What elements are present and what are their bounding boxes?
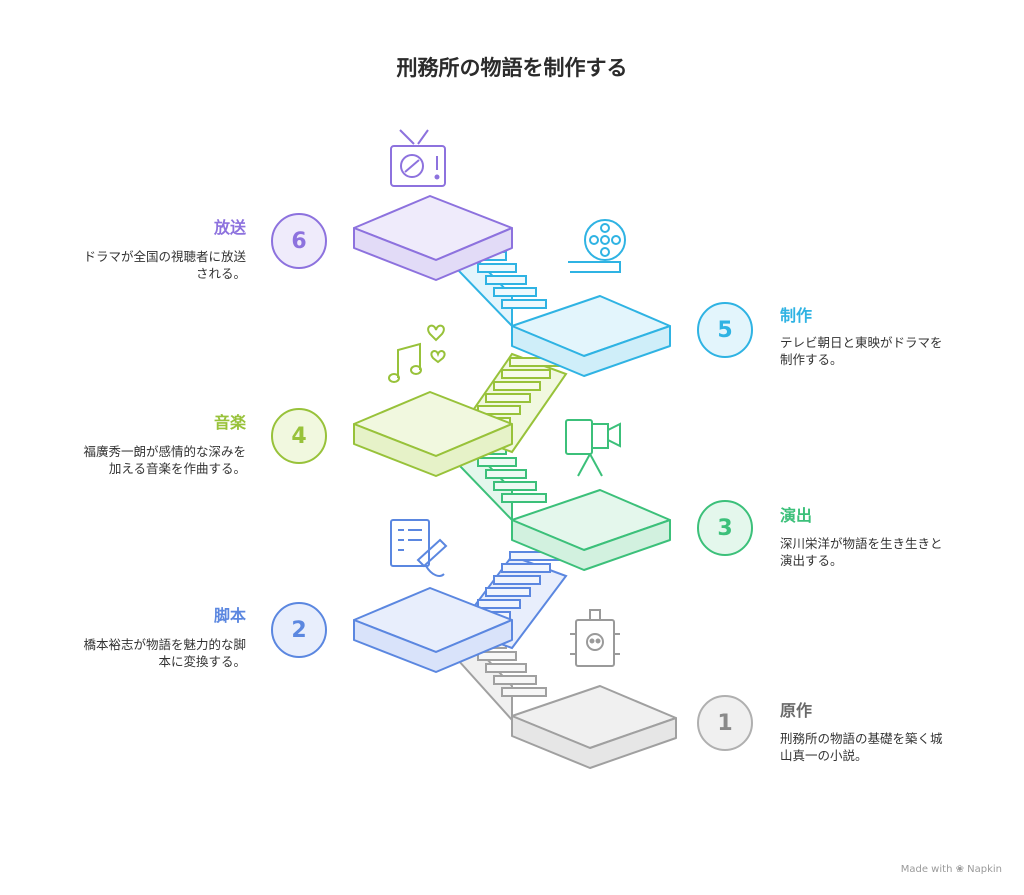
- step-3-number: 3: [697, 500, 753, 556]
- step-4-number: 4: [271, 408, 327, 464]
- movie-camera-icon: [565, 419, 621, 477]
- step-4-stair: [353, 352, 568, 477]
- page-title: 刑務所の物語を制作する: [396, 56, 628, 80]
- film-reel-icon: [568, 219, 626, 273]
- step-2-number: 2: [271, 602, 327, 658]
- step-5-desc: テレビ朝日と東映がドラマを制作する。: [780, 335, 943, 367]
- step-2-desc: 橋本裕志が物語を魅力的な脚本に変換する。: [83, 637, 246, 669]
- step-4-desc: 福廣秀一朗が感情的な深みを加える音楽を作曲する。: [83, 444, 246, 476]
- step-3-title: 演出: [780, 506, 813, 525]
- step-6-stair: [353, 195, 513, 281]
- step-6-number: 6: [271, 213, 327, 269]
- step-1-desc: 刑務所の物語の基礎を築く城山真一の小説。: [780, 731, 943, 763]
- step-6-desc: ドラマが全国の視聴者に放送される。: [83, 249, 246, 281]
- film-canister-icon: [570, 609, 620, 667]
- step-5-stair: [457, 237, 671, 377]
- step-5-title: 制作: [780, 306, 813, 325]
- step-2-title: 脚本: [213, 606, 246, 625]
- step-6-title: 放送: [213, 218, 246, 237]
- television-icon: [390, 129, 446, 187]
- step-1-number: 1: [697, 695, 753, 751]
- step-1-title: 原作: [780, 701, 813, 720]
- step-2-stair: [353, 551, 568, 673]
- step-4-title: 音楽: [213, 413, 246, 432]
- made-with-napkin-footer[interactable]: Made with ❀ Napkin: [900, 864, 1002, 875]
- music-note-icon: [388, 324, 446, 383]
- step-3-desc: 深川栄洋が物語を生き生きと演出する。: [780, 536, 943, 568]
- script-writing-icon: [390, 519, 448, 577]
- step-5-number: 5: [697, 302, 753, 358]
